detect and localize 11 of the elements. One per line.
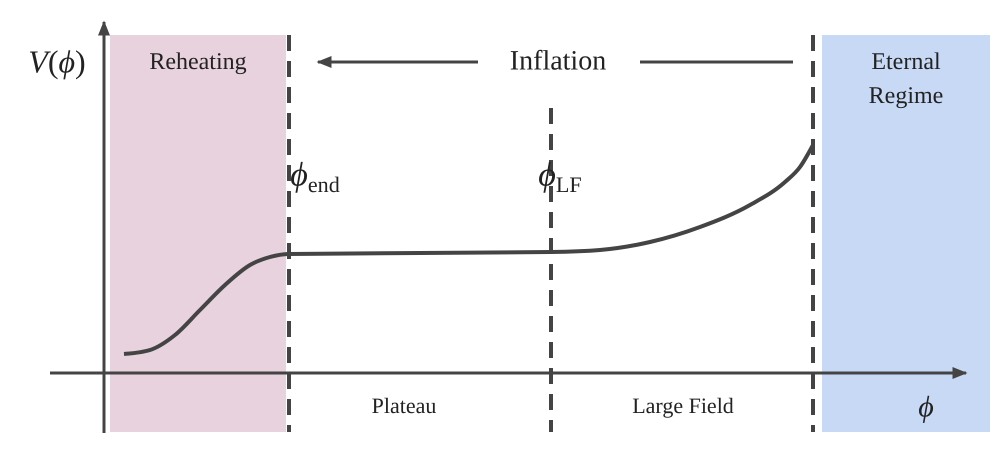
region-label: Large Field	[632, 394, 734, 418]
field-value-label: ϕ$_{LF}$	[538, 156, 582, 198]
region-label: Plateau	[372, 394, 436, 418]
phase-label: Inflation	[510, 46, 606, 78]
axis-label: V(ϕ)	[28, 44, 86, 80]
field-value-label: ϕ$_{end}$	[290, 156, 340, 198]
region-label: Reheating	[149, 48, 247, 77]
axis-label: ϕ	[918, 390, 934, 424]
region-band	[822, 35, 990, 432]
region-label: Eternal Regime	[868, 48, 944, 111]
region-band	[110, 35, 286, 432]
